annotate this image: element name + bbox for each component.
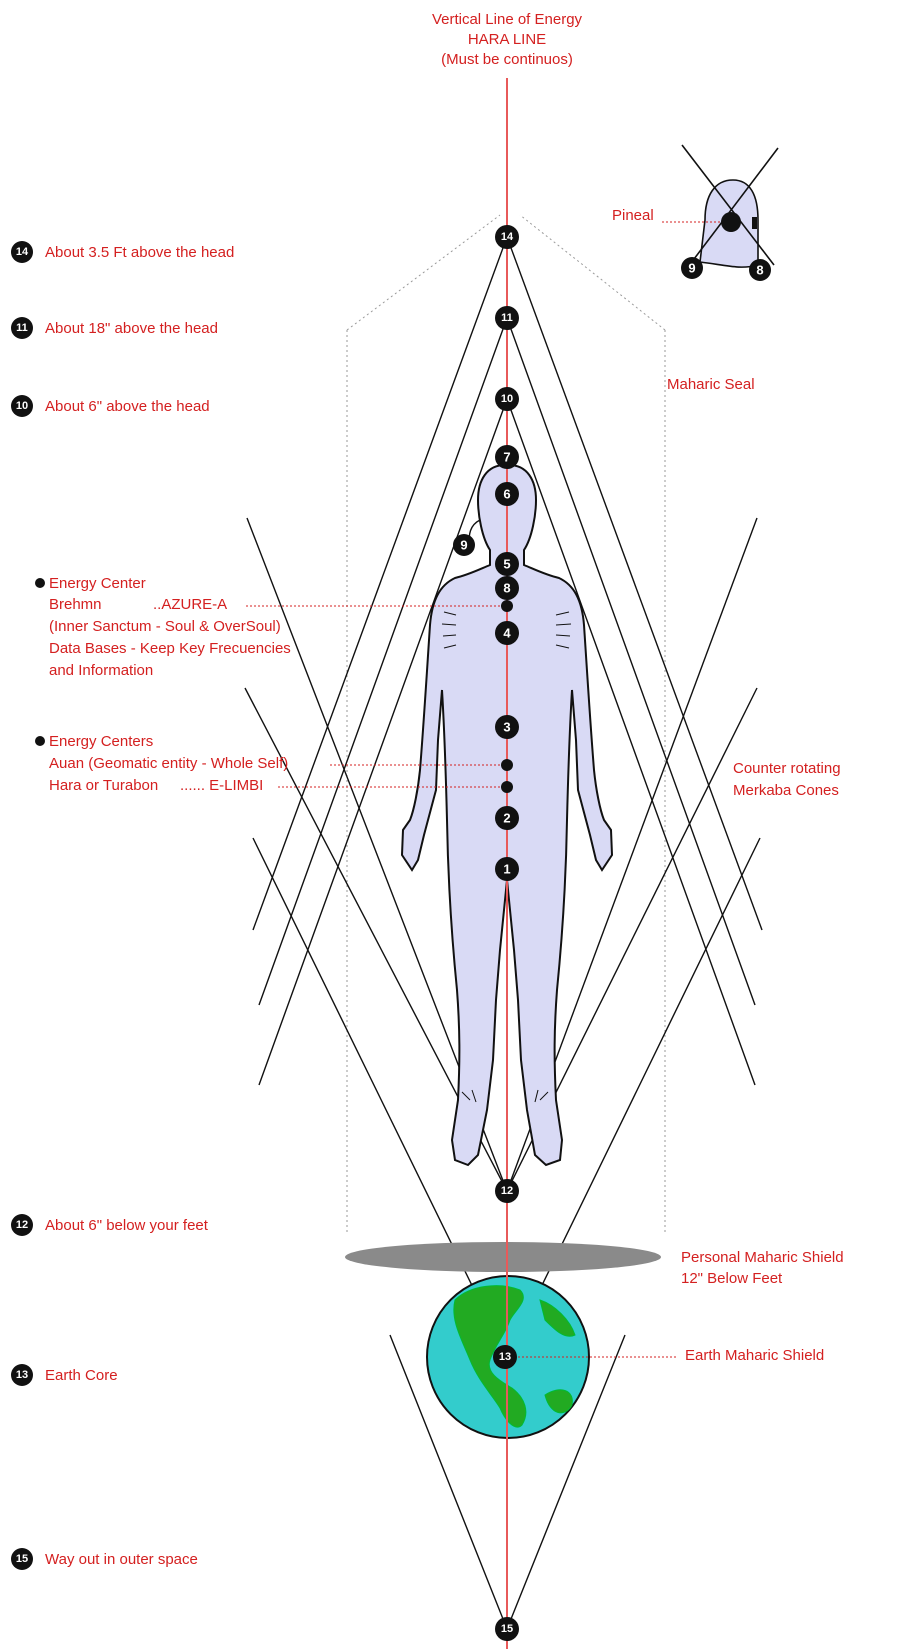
personal-shield-label: Personal Maharic Shield: [681, 1249, 844, 1266]
energy-center-1-azure: ..AZURE-A: [153, 596, 227, 613]
personal-shield-sub-label: 12" Below Feet: [681, 1270, 783, 1287]
hara-title-1: Vertical Line of Energy: [432, 11, 583, 28]
legend-badge-text-13: 13: [16, 1369, 28, 1381]
energy-center-1-brehmn: Brehmn: [49, 596, 102, 613]
chakra-badge-text-5: 5: [503, 557, 510, 572]
energy-center-1-data: Data Bases - Keep Key Frecuencies: [49, 640, 291, 657]
pineal-label: Pineal: [612, 207, 654, 224]
chakra-badge-text-8: 8: [503, 581, 510, 596]
legend-text-10: About 6" above the head: [45, 398, 210, 415]
chakra-badge-text-14: 14: [501, 231, 514, 243]
chakra-badge-text-1: 1: [503, 862, 510, 877]
energy-center-1-title: Energy Center: [49, 575, 146, 592]
merkaba-cones-label: Merkaba Cones: [733, 782, 839, 799]
pineal-diagram: Pineal 9 8: [612, 145, 778, 281]
earth-shield-label: Earth Maharic Shield: [685, 1347, 824, 1364]
legend-text-13: Earth Core: [45, 1367, 118, 1384]
hara-title-2: HARA LINE: [468, 31, 546, 48]
personal-shield-ellipse: [345, 1242, 661, 1272]
left-legend: 14 About 3.5 Ft above the head 11 About 18"…: [11, 241, 234, 1570]
legend-badge-text-10: 10: [16, 400, 28, 412]
chakra-badge-text-15: 15: [501, 1623, 513, 1635]
pineal-badge-8-text: 8: [756, 263, 763, 278]
counter-rotating-label: Counter rotating: [733, 760, 841, 777]
chakra-badge-text-10: 10: [501, 393, 513, 405]
legend-badge-text-11: 11: [16, 322, 28, 334]
chakra-badge-text-9: 9: [460, 538, 467, 553]
legend-text-14: About 3.5 Ft above the head: [45, 244, 234, 261]
maharic-seal-label: Maharic Seal: [667, 376, 755, 393]
chakra-badge-text-13: 13: [499, 1351, 511, 1363]
energy-center-1-info: and Information: [49, 662, 153, 679]
chakra-badge-text-4: 4: [503, 626, 511, 641]
energy-center-2-auan: Auan (Geomatic entity - Whole Self): [49, 755, 288, 772]
energy-center-bullet-2: [35, 736, 45, 746]
chakra-badge-text-6: 6: [503, 487, 510, 502]
legend-badge-text-12: 12: [16, 1219, 28, 1231]
energy-center-1-inner: (Inner Sanctum - Soul & OverSoul): [49, 618, 281, 635]
energy-center-2-hara: Hara or Turabon: [49, 777, 158, 794]
chakra-badge-text-7: 7: [503, 450, 510, 465]
chakra-badge-text-12: 12: [501, 1185, 513, 1197]
hara-title-3: (Must be continuos): [441, 51, 573, 68]
energy-center-2-elimbi: ...... E-LIMBI: [180, 777, 263, 794]
legend-badge-text-14: 14: [16, 246, 29, 258]
legend-text-11: About 18" above the head: [45, 320, 218, 337]
legend-badge-text-15: 15: [16, 1553, 28, 1565]
legend-text-12: About 6" below your feet: [45, 1217, 209, 1234]
chakra-badge-text-2: 2: [503, 811, 510, 826]
chakra-badge-text-11: 11: [501, 312, 513, 324]
pineal-badge-9-text: 9: [688, 261, 695, 276]
energy-center-bullet-1: [35, 578, 45, 588]
legend-text-15: Way out in outer space: [45, 1551, 198, 1568]
chakra-badge-text-3: 3: [503, 720, 510, 735]
energy-center-2-title: Energy Centers: [49, 733, 153, 750]
